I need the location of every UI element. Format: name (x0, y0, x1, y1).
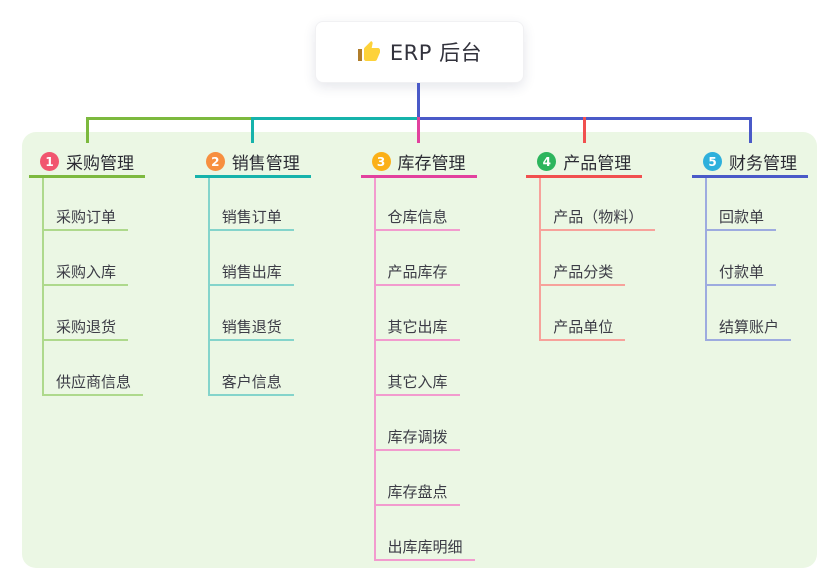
child-node[interactable]: 采购订单 (43, 207, 129, 231)
branch-label: 采购管理 (66, 154, 134, 174)
child-node[interactable]: 产品单位 (540, 317, 626, 341)
child-label: 客户信息 (221, 373, 282, 391)
branch-drop-line (748, 117, 752, 143)
branch-node[interactable]: 4 产品管理 (526, 148, 643, 178)
child-label: 销售退货 (221, 318, 282, 336)
child-node[interactable]: 库存调拨 (374, 427, 460, 451)
branch-number-badge: 3 (371, 152, 391, 171)
branch-node[interactable]: 3 库存管理 (360, 148, 477, 178)
child-node[interactable]: 供应商信息 (43, 372, 144, 396)
child-node[interactable]: 库存盘点 (374, 482, 460, 506)
child-node[interactable]: 采购入库 (43, 262, 129, 286)
branch-drop-line (417, 117, 420, 143)
branch-number-badge: 5 (703, 152, 722, 171)
child-label: 采购订单 (56, 208, 117, 226)
child-label: 回款单 (719, 208, 765, 226)
child-label: 销售订单 (221, 208, 282, 226)
branch-number-badge: 1 (40, 152, 59, 171)
child-label: 库存调拨 (387, 428, 448, 446)
child-node[interactable]: 其它出库 (374, 317, 460, 341)
branch-number-badge: 4 (537, 152, 557, 171)
child-node[interactable]: 产品库存 (374, 262, 460, 286)
child-node[interactable]: 销售退货 (208, 317, 294, 341)
branch-horizontal-line (252, 117, 420, 120)
branch-node[interactable]: 2 销售管理 (194, 148, 311, 178)
child-label: 销售出库 (221, 263, 282, 281)
child-node[interactable]: 结算账户 (706, 317, 792, 341)
branch-node[interactable]: 5 财务管理 (692, 148, 808, 178)
branch-horizontal-line (87, 117, 255, 120)
child-node[interactable]: 其它入库 (374, 372, 460, 396)
child-label: 产品（物料） (553, 208, 644, 226)
child-label: 付款单 (719, 263, 765, 281)
child-label: 采购退货 (56, 318, 117, 336)
child-label: 供应商信息 (56, 373, 132, 391)
child-rail-line (705, 178, 707, 341)
child-label: 库存盘点 (387, 483, 448, 501)
child-label: 仓库信息 (387, 208, 448, 226)
child-node[interactable]: 产品分类 (540, 262, 626, 286)
child-node[interactable]: 客户信息 (208, 372, 294, 396)
branch-node[interactable]: 1 采购管理 (29, 148, 145, 178)
child-node[interactable]: 仓库信息 (374, 207, 460, 231)
branch-label: 销售管理 (231, 154, 300, 174)
root-stem-line (417, 83, 420, 120)
child-rail-line (42, 178, 44, 396)
child-label: 其它出库 (387, 318, 448, 336)
branch-drop-line (85, 117, 89, 143)
child-rail-line (207, 178, 210, 396)
child-node[interactable]: 回款单 (706, 207, 777, 231)
canvas-panel (22, 132, 817, 568)
branch-label: 库存管理 (397, 154, 466, 174)
branch-label: 产品管理 (563, 154, 632, 174)
child-label: 结算账户 (719, 318, 780, 336)
child-node[interactable]: 销售出库 (208, 262, 294, 286)
child-node[interactable]: 出库库明细 (374, 537, 475, 561)
child-label: 采购入库 (56, 263, 117, 281)
child-node[interactable]: 付款单 (706, 262, 777, 286)
child-label: 其它入库 (387, 373, 448, 391)
child-label: 产品分类 (553, 263, 614, 281)
child-label: 产品库存 (387, 263, 448, 281)
child-rail-line (373, 178, 376, 561)
branch-label: 财务管理 (729, 154, 797, 174)
root-node[interactable]: ERP 后台 (315, 21, 524, 83)
branch-drop-line (251, 117, 255, 143)
child-node[interactable]: 采购退货 (43, 317, 129, 341)
branch-number-badge: 2 (205, 152, 225, 171)
thumbs-up-icon (357, 40, 381, 64)
branch-drop-line (582, 117, 586, 143)
child-node[interactable]: 产品（物料） (540, 207, 656, 231)
child-node[interactable]: 销售订单 (208, 207, 294, 231)
child-label: 出库库明细 (387, 538, 463, 556)
child-label: 产品单位 (553, 318, 614, 336)
child-rail-line (539, 178, 542, 341)
root-label: ERP 后台 (389, 41, 483, 65)
